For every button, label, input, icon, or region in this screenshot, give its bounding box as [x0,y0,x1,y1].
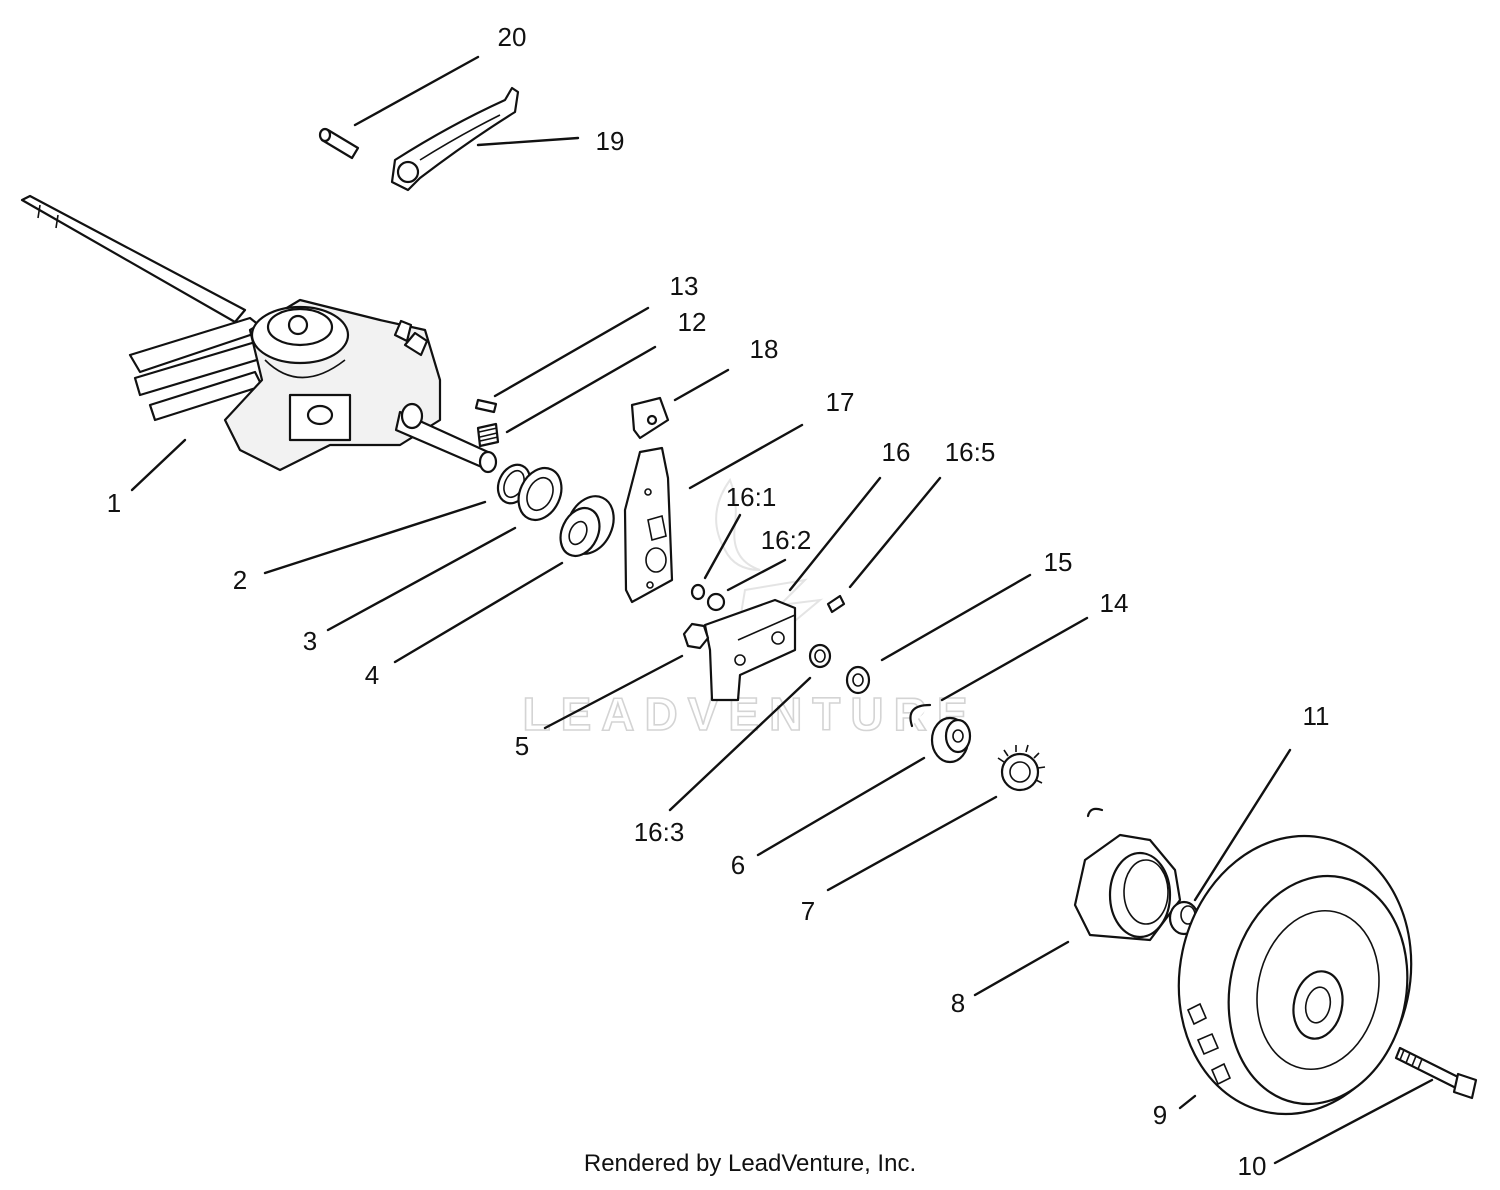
callout-17: 17 [826,387,855,417]
part-5-nut [682,622,710,650]
part-16-1-nut [690,583,706,601]
callout-16-1: 16:1 [726,482,777,512]
callout-1: 1 [107,488,121,518]
callout-16-2: 16:2 [761,525,812,555]
callout-12: 12 [678,307,707,337]
part-16-bracket [703,598,797,702]
part-14-ring [909,703,932,728]
part-13-key [474,398,498,414]
part-7-gear [997,744,1046,792]
part-3-washer [517,467,563,521]
leader-lines [130,55,1434,1165]
callout-7: 7 [801,896,815,926]
part-20-pin [318,127,360,160]
part-4-bushing [559,495,615,558]
callout-9: 9 [1153,1100,1167,1130]
watermark-text: LEADVENTURE [522,688,977,740]
callout-18: 18 [750,334,779,364]
part-17-plate [623,446,674,604]
part-8-hub-cover [1073,807,1182,942]
callout-16-5: 16:5 [945,437,996,467]
callout-6: 6 [731,850,745,880]
callout-20: 20 [498,22,527,52]
callout-14: 14 [1100,588,1129,618]
footer-credit: Rendered by LeadVenture, Inc. [583,1150,917,1177]
callout-4: 4 [365,660,379,690]
callout-15: 15 [1044,547,1073,577]
callout-13: 13 [670,271,699,301]
callout-19: 19 [596,126,625,156]
part-16-5-screw [826,594,846,614]
part-16-3-bearing [808,643,832,669]
callout-8: 8 [951,988,965,1018]
callout-5: 5 [515,731,529,761]
gear-case-assembly [20,194,498,474]
callout-16: 16 [882,437,911,467]
part-19-lever [390,86,520,192]
callout-labels: 20 19 13 12 18 17 16 16:5 16:1 16:2 1 2 … [107,22,1330,1181]
part-6-bushing [930,716,972,764]
part-9-wheel [1177,834,1413,1116]
part-18-clip [630,396,670,440]
callout-2: 2 [233,565,247,595]
callout-11: 11 [1303,701,1330,731]
callout-16-3: 16:3 [634,817,685,847]
part-10-bolt [1394,1046,1478,1100]
callout-3: 3 [303,626,317,656]
part-12-spring [476,422,500,448]
callout-10: 10 [1238,1151,1267,1181]
part-15-washer [845,665,871,695]
part-16-2-spacer [706,592,726,612]
